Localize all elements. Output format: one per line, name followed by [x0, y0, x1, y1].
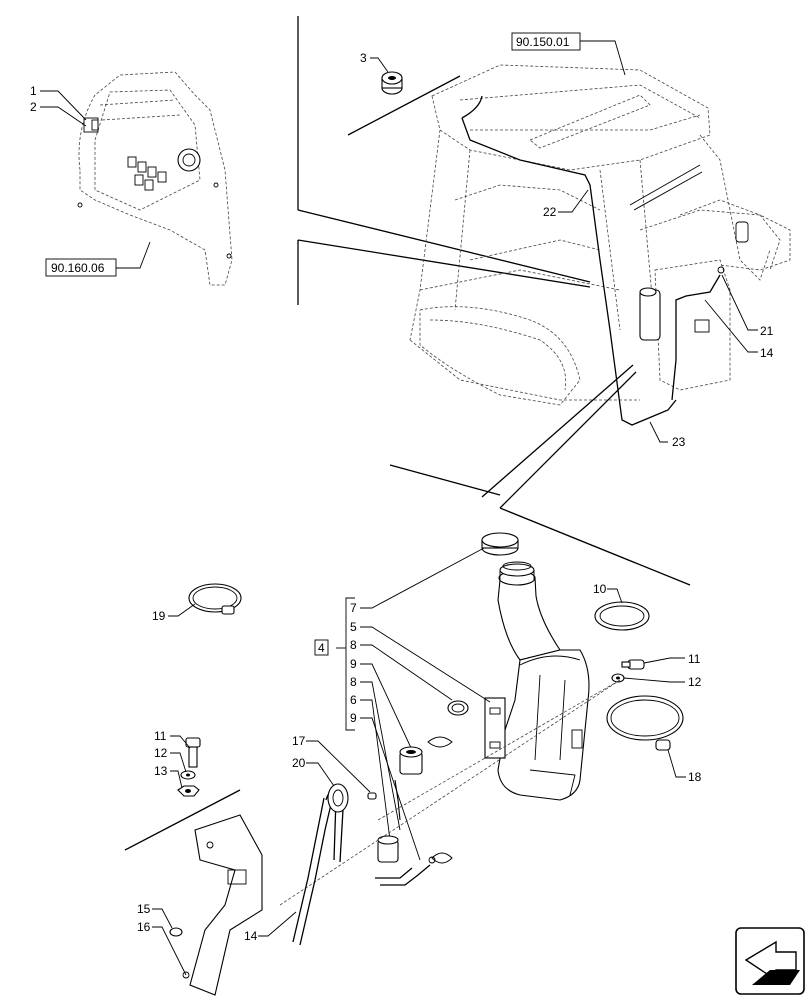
svg-text:11: 11 — [688, 652, 701, 666]
callout-23: 23 — [649, 421, 686, 449]
svg-text:90.160.06: 90.160.06 — [51, 261, 105, 275]
svg-text:14: 14 — [760, 346, 774, 360]
svg-text:9: 9 — [350, 657, 357, 671]
svg-text:90.150.01: 90.150.01 — [516, 35, 570, 49]
svg-text:19: 19 — [152, 609, 166, 623]
clip-9-lower — [431, 852, 453, 864]
svg-text:22: 22 — [543, 205, 557, 219]
hoses-6 — [375, 779, 436, 886]
svg-text:23: 23 — [672, 435, 686, 449]
callout-21: 21 — [721, 274, 774, 338]
washer-12-left: 12 — [154, 746, 196, 780]
hose-clamp-19: 19 — [152, 583, 242, 623]
svg-text:11: 11 — [154, 729, 167, 743]
cab-illustration — [409, 64, 791, 426]
callout-1: 1 — [30, 84, 87, 121]
pump-8 — [399, 746, 423, 775]
svg-text:14: 14 — [244, 929, 258, 943]
assembly-axis-2 — [377, 679, 621, 821]
pump-8-lower — [377, 835, 399, 863]
svg-text:8: 8 — [350, 675, 357, 689]
kit-bracket: 4 7 5 8 9 8 6 9 — [314, 547, 491, 861]
svg-text:2: 2 — [30, 100, 37, 114]
svg-text:5: 5 — [350, 620, 357, 634]
callout-14-cab: 14 — [704, 299, 774, 360]
svg-text:9: 9 — [350, 711, 357, 725]
callout-22: 22 — [543, 189, 589, 219]
assembly-axis — [279, 679, 621, 906]
reference-box-cab[interactable]: 90.150.01 — [511, 32, 626, 76]
svg-text:17: 17 — [292, 734, 306, 748]
connector-17: 17 — [292, 734, 377, 800]
svg-text:12: 12 — [688, 675, 702, 689]
kit-number: 4 — [318, 641, 325, 655]
svg-text:15: 15 — [137, 902, 151, 916]
nut-13: 13 — [154, 764, 200, 797]
svg-text:12: 12 — [154, 746, 168, 760]
callout-2: 2 — [30, 100, 87, 127]
svg-text:10: 10 — [593, 582, 607, 596]
washer-reservoir — [484, 561, 590, 801]
grommet-20: 20 — [292, 756, 349, 813]
svg-text:18: 18 — [688, 770, 702, 784]
hose-clamp-18: 18 — [606, 695, 702, 784]
svg-text:7: 7 — [350, 601, 357, 615]
svg-text:6: 6 — [350, 693, 357, 707]
bolt-11-left: 11 — [154, 729, 201, 768]
screw-11-right: 11 — [621, 652, 701, 670]
next-page-arrow-icon[interactable] — [735, 927, 805, 995]
grommet-3: 3 — [360, 51, 403, 95]
console-illustration — [77, 71, 233, 286]
svg-text:1: 1 — [30, 84, 37, 98]
screw-15: 15 — [137, 902, 183, 937]
reference-box-console[interactable]: 90.160.06 — [45, 241, 151, 277]
svg-text:8: 8 — [350, 638, 357, 652]
svg-text:3: 3 — [360, 51, 367, 65]
washer-12-right: 12 — [611, 673, 702, 689]
svg-text:13: 13 — [154, 764, 168, 778]
clip-9-mid — [427, 736, 453, 748]
callout-16: 16 — [137, 920, 187, 976]
svg-text:16: 16 — [137, 920, 151, 934]
mounting-bracket — [182, 814, 263, 996]
filler-cap-7 — [481, 532, 519, 556]
seal-10: 10 — [593, 582, 650, 631]
section-dividers — [124, 16, 691, 851]
svg-text:20: 20 — [292, 756, 306, 770]
small-clip-9 — [447, 700, 469, 716]
svg-text:21: 21 — [760, 324, 774, 338]
